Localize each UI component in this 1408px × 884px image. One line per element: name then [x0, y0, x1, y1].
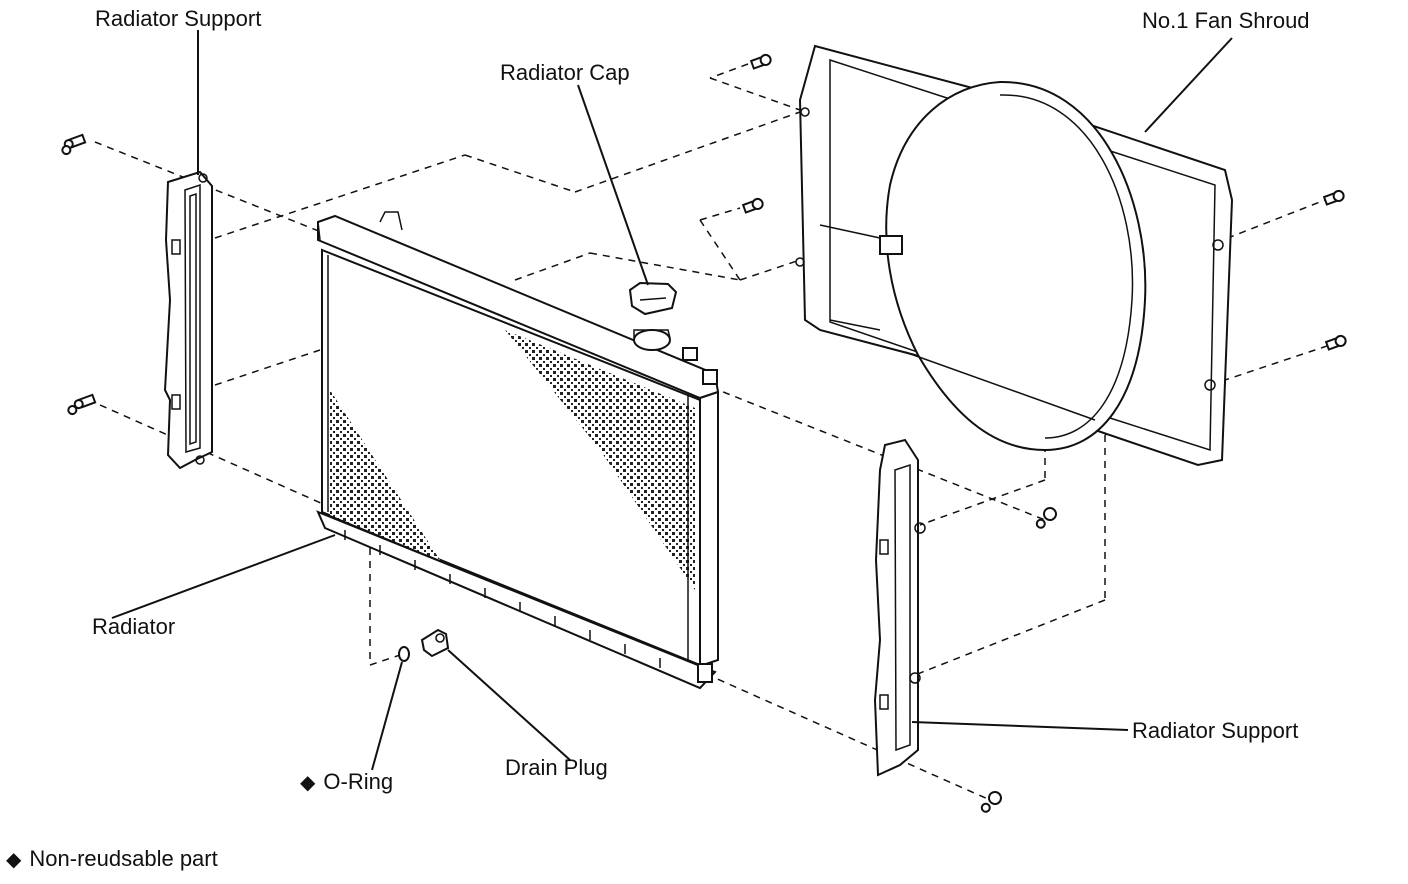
legend-text: Non-reudsable part — [29, 846, 218, 871]
label-radiator: Radiator — [92, 614, 176, 639]
o-ring-part — [398, 646, 410, 662]
right-radiator-support — [873, 438, 926, 777]
radiator-body — [316, 211, 720, 690]
label-radiator-cap: Radiator Cap — [500, 60, 630, 85]
label-radiator-support-top: Radiator Support — [95, 6, 262, 31]
label-radiator-support-right: Radiator Support — [1132, 718, 1299, 743]
fan-shroud — [795, 44, 1234, 467]
radiator-cap — [628, 281, 678, 316]
diamond-icon: ◆ — [6, 849, 22, 871]
core-fins-lower — [330, 390, 440, 560]
drain-plug-part — [420, 628, 450, 658]
core-fins-upper — [505, 330, 695, 590]
label-drain-plug: Drain Plug — [505, 755, 608, 780]
label-fan-shroud: No.1 Fan Shroud — [1142, 8, 1310, 33]
diamond-icon: ◆ — [300, 772, 316, 794]
label-o-ring: O-Ring — [323, 769, 394, 794]
legend: ◆ Non-reudsable part — [6, 846, 218, 871]
leader-lines — [111, 30, 1233, 771]
label-o-ring-row: ◆ O-Ring — [300, 769, 394, 794]
left-radiator-support — [163, 170, 213, 470]
bolts — [61, 53, 1347, 813]
